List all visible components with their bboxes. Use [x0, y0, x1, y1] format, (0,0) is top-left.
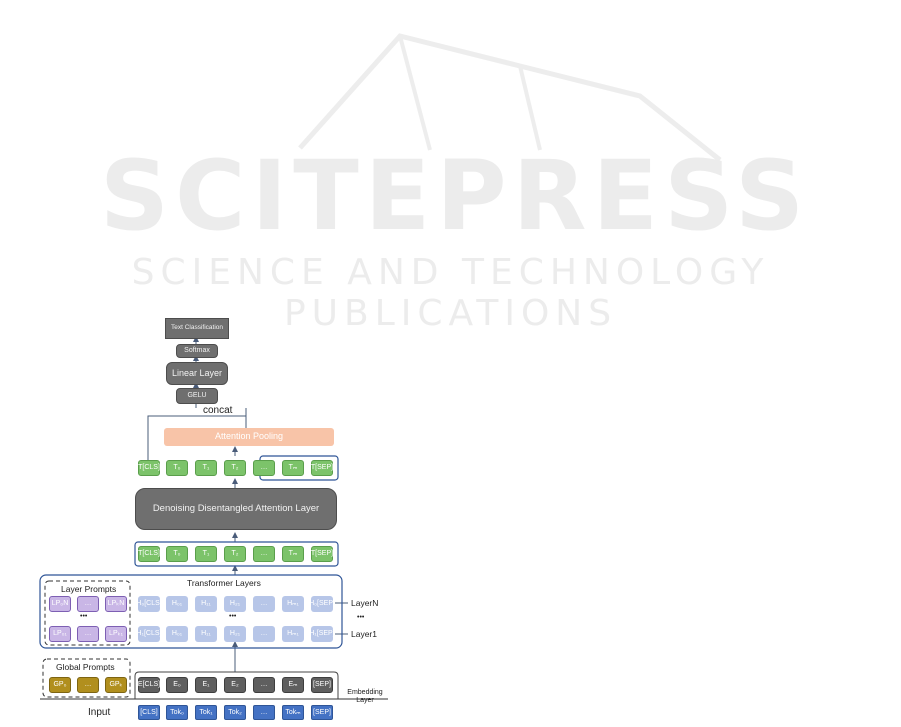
hidden-state: Hₘ₁ [282, 626, 304, 642]
transformer-layers-title: Transformer Layers [187, 578, 261, 588]
global-prompt: … [77, 677, 99, 693]
input-token: [SEP] [311, 705, 333, 720]
linear-layer-box: Linear Layer [166, 362, 228, 385]
input-token: [CLS] [138, 705, 160, 720]
layer-prompt: LPₖN [105, 596, 127, 612]
embedding-token: … [253, 677, 275, 693]
hidden-state: H₁[SEP] [309, 626, 335, 642]
global-prompt: GPₖ [105, 677, 127, 693]
mid-token: T[CLS] [138, 546, 160, 562]
pool-token: T₂ [224, 460, 246, 476]
mid-token: T₀ [166, 546, 188, 562]
global-prompts-title: Global Prompts [56, 662, 115, 672]
hidden-state: … [253, 626, 275, 642]
hidden-state: H₀[CLS] [136, 596, 162, 612]
mid-token: T[SEP] [311, 546, 333, 562]
layer-prompt: LP₀₁ [49, 626, 71, 642]
layer-prompts-title: Layer Prompts [61, 584, 117, 594]
layer-prompt: … [77, 626, 99, 642]
gelu-box: GELU [176, 388, 218, 404]
hidden-state: … [253, 596, 275, 612]
global-prompt: GP₀ [49, 677, 71, 693]
layer-n-label: LayerN [351, 598, 379, 608]
mid-token: … [253, 546, 275, 562]
layer-side-dots: ••• [357, 614, 365, 621]
cls-token-box: T[CLS] [138, 460, 160, 476]
input-token: Tok₀ [166, 705, 188, 720]
layer-prompts-dots: ••• [80, 613, 88, 620]
input-token: Tok₁ [195, 705, 217, 720]
input-token: … [253, 705, 275, 720]
hidden-state: H₀[SEP] [309, 596, 335, 612]
embedding-token: E₂ [224, 677, 246, 693]
layer-prompt: LP₀N [49, 596, 71, 612]
hidden-state: H₁₁ [195, 596, 217, 612]
layer-prompt: … [77, 596, 99, 612]
layer-prompt: LPₖ₁ [105, 626, 127, 642]
embedding-layer-label: Embedding Layer [347, 689, 383, 704]
hidden-rows-dots: ••• [229, 613, 237, 620]
pool-token: T₁ [195, 460, 217, 476]
input-token: Tok₂ [224, 705, 246, 720]
hidden-state: H₁[CLS] [137, 626, 161, 642]
hidden-state: H₀₁ [166, 596, 188, 612]
pool-token: Tₘ [282, 460, 304, 476]
pool-token: T[SEP] [311, 460, 333, 476]
input-token: Tokₘ [282, 705, 304, 720]
mid-token: T₁ [195, 546, 217, 562]
hidden-state: H₁₁ [195, 626, 217, 642]
attention-pooling-box: Attention Pooling [164, 428, 334, 446]
input-label: Input [88, 707, 111, 718]
embedding-token: [SEP] [311, 677, 333, 693]
watermark-main: SCITEPRESS [99, 140, 811, 252]
mid-token: T₂ [224, 546, 246, 562]
hidden-state: H₂₁ [224, 596, 246, 612]
softmax-box: Softmax [176, 344, 218, 358]
embedding-token: E[CLS] [138, 677, 160, 693]
embedding-token: E₀ [166, 677, 188, 693]
pool-token: T₀ [166, 460, 188, 476]
watermark-sub: SCIENCE AND TECHNOLOGY PUBLICATIONS [131, 252, 770, 334]
embedding-token: E₁ [195, 677, 217, 693]
pool-token: … [253, 460, 275, 476]
denoising-attention-layer-box: Denoising Disentangled Attention Layer [135, 488, 337, 530]
text-classification-box: Text Classification [165, 318, 229, 339]
hidden-state: H₂₁ [224, 626, 246, 642]
layer-1-label: Layer1 [351, 629, 377, 639]
hidden-state: H₀₁ [166, 626, 188, 642]
mid-token: Tₘ [282, 546, 304, 562]
hidden-state: Hₘ₁ [282, 596, 304, 612]
concat-label: concat [203, 405, 233, 416]
embedding-token: Eₘ [282, 677, 304, 693]
